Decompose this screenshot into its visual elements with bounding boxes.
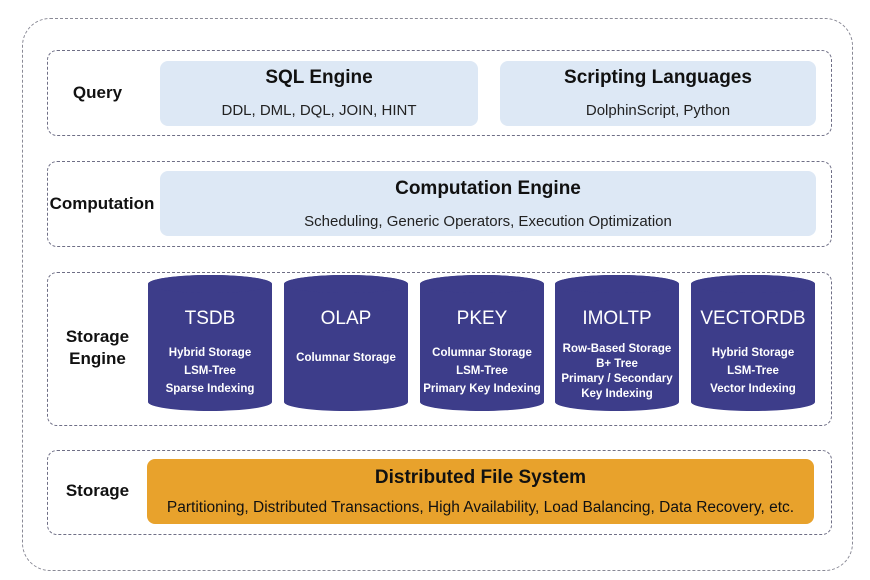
cylinder-body bbox=[284, 275, 408, 411]
engine-name: PKEY bbox=[457, 308, 508, 329]
engine-feature: Hybrid Storage bbox=[712, 347, 794, 359]
cylinder-top bbox=[284, 275, 408, 293]
engine-name: IMOLTP bbox=[582, 308, 651, 329]
engine-imoltp: IMOLTP Row-Based Storage B+ TreePrimary / … bbox=[555, 275, 679, 411]
storage-layer-label: Storage bbox=[55, 478, 140, 504]
engine-name: TSDB bbox=[185, 308, 236, 329]
engine-feature: Primary / Secondary bbox=[561, 373, 673, 385]
engine-olap: OLAP Columnar Storage bbox=[284, 275, 408, 411]
engine-feature: Key Indexing bbox=[581, 388, 653, 400]
engine-feature: Columnar Storage bbox=[296, 352, 396, 364]
engine-feature: B+ Tree bbox=[596, 358, 638, 370]
cylinder-top bbox=[420, 275, 544, 293]
cylinder-top bbox=[555, 275, 679, 293]
engine-name: VECTORDB bbox=[700, 308, 805, 329]
distributed-file-system-title: Distributed File System bbox=[147, 467, 814, 489]
engine-feature: Hybrid Storage bbox=[169, 347, 251, 359]
engine-vectordb: VECTORDB Hybrid StorageLSM-TreeVector Ind… bbox=[691, 275, 815, 411]
engine-feature: Sparse Indexing bbox=[166, 383, 255, 395]
engine-feature: Columnar Storage bbox=[432, 347, 532, 359]
engine-pkey: PKEY Columnar StorageLSM-TreePrimary Key … bbox=[420, 275, 544, 411]
cylinder-top bbox=[148, 275, 272, 293]
distributed-file-system-box: Distributed File System Partitioning, Di… bbox=[147, 459, 814, 524]
engine-feature: Primary Key Indexing bbox=[423, 383, 541, 395]
distributed-file-system-subtitle: Partitioning, Distributed Transactions, … bbox=[147, 499, 814, 517]
cylinder-top bbox=[691, 275, 815, 293]
engine-feature: LSM-Tree bbox=[727, 365, 779, 377]
engine-name: OLAP bbox=[321, 308, 372, 329]
engine-feature: Row-Based Storage bbox=[563, 343, 672, 355]
engine-feature: Vector Indexing bbox=[710, 383, 796, 395]
engine-tsdb: TSDB Hybrid StorageLSM-TreeSparse Indexin… bbox=[148, 275, 272, 411]
engine-feature: LSM-Tree bbox=[456, 365, 508, 377]
engine-feature: LSM-Tree bbox=[184, 365, 236, 377]
